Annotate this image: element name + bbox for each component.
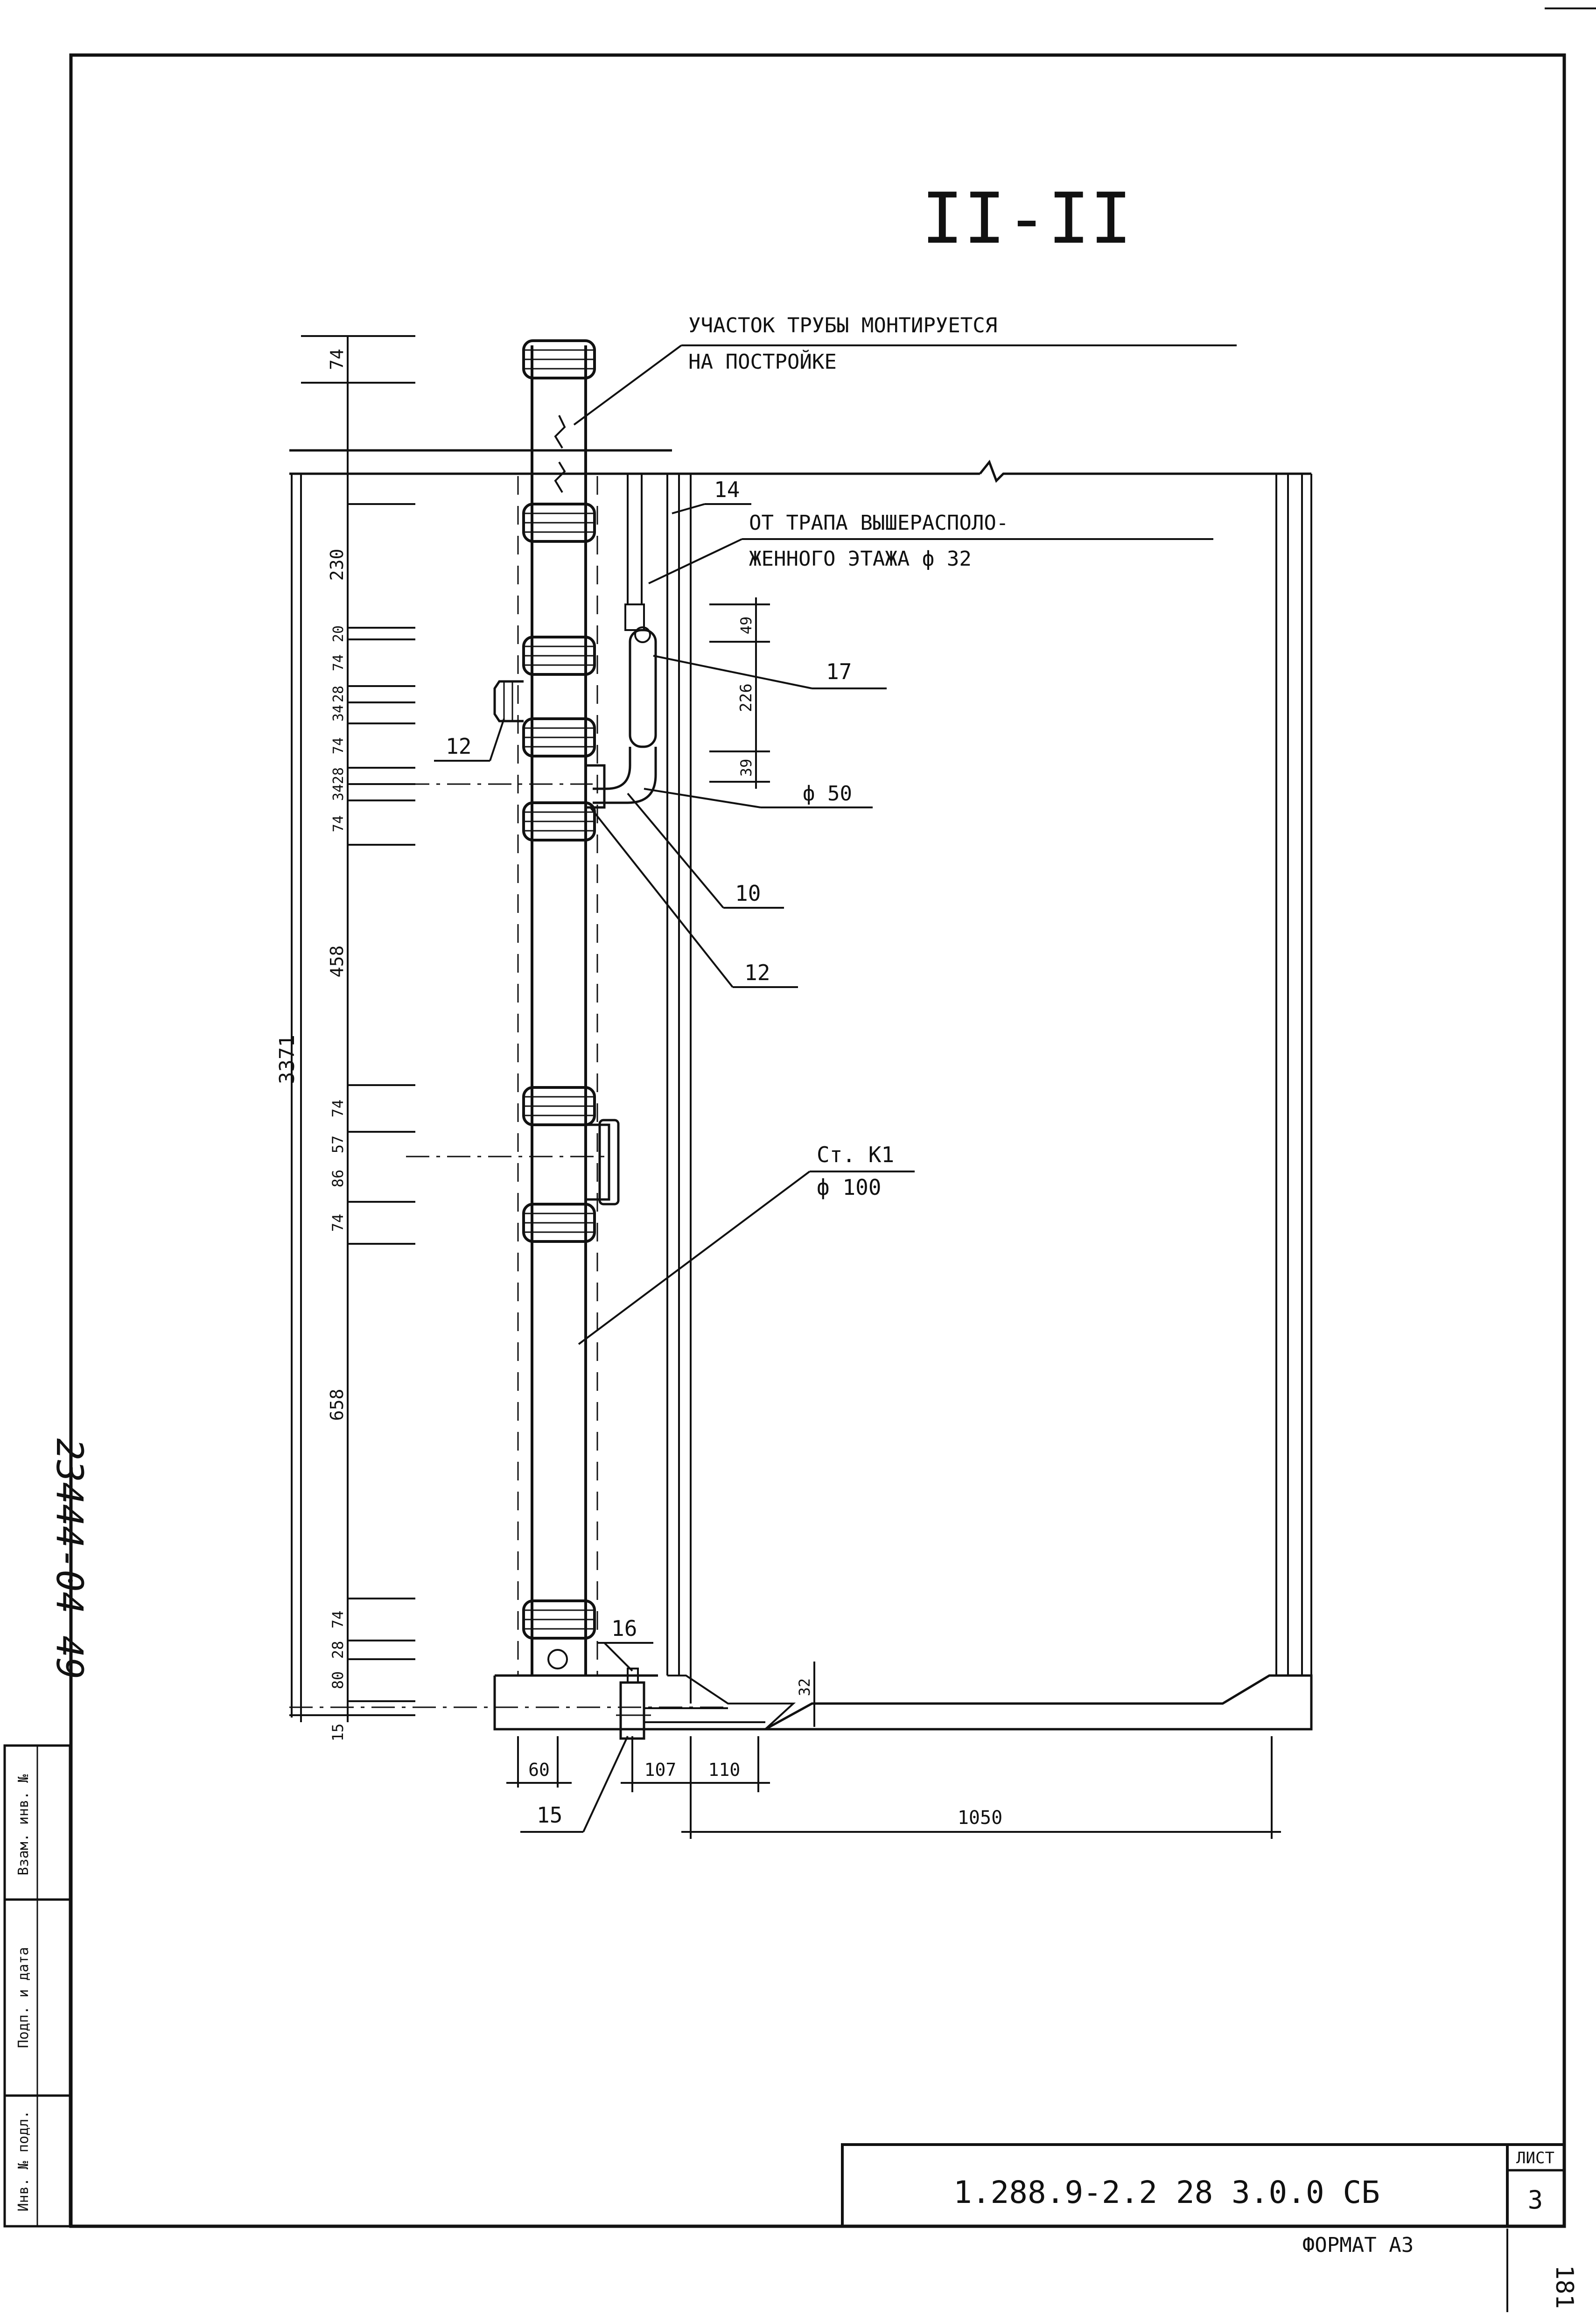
stamp-replaced-inv: Взам. инв. №	[15, 1774, 32, 1876]
note-d50: ф 50	[644, 782, 873, 808]
branch-dimension-chain: 49 226 39 32	[709, 597, 815, 1727]
dim-110: 110	[708, 1760, 741, 1780]
svg-text:ф 100: ф 100	[817, 1175, 881, 1200]
dim-15: 15	[329, 1724, 347, 1742]
horizontal-dimension-chain: 60 107 110 1050	[506, 1736, 1281, 1839]
dim-107: 107	[644, 1760, 677, 1780]
dim-60: 60	[528, 1760, 550, 1780]
dim-74f: 74	[329, 1611, 347, 1629]
pipe-socket	[522, 503, 596, 543]
callout-10: 10	[627, 792, 784, 909]
dim-3371: 3371	[275, 1035, 299, 1084]
lower-slab	[493, 1674, 1313, 1731]
dim-28a: 28	[330, 686, 347, 702]
left-dimension-values: 74 3371 230 20 74 28 34 74 28 34 74 458 …	[275, 349, 347, 1741]
dim-34a: 34	[330, 705, 347, 722]
stamp-inv-orig: Инв. № подл.	[15, 2111, 32, 2212]
dim-57: 57	[329, 1136, 347, 1154]
riser-pipe-k1	[493, 339, 620, 1676]
pipe-socket	[522, 1086, 596, 1126]
dim-32: 32	[796, 1678, 813, 1697]
page-mark: 181	[1506, 2229, 1578, 2312]
callout-12-lower: 12	[589, 806, 798, 988]
dim-74d: 74	[329, 1100, 347, 1118]
sheet-number: 3	[1528, 2185, 1543, 2215]
dim-34b: 34	[330, 784, 347, 801]
pipe-socket	[522, 1599, 596, 1640]
dim-74a: 74	[330, 654, 347, 671]
svg-text:15: 15	[537, 1802, 562, 1828]
dim-658: 658	[327, 1389, 347, 1421]
format-label: ФОРМАТ А3	[1302, 2233, 1414, 2257]
svg-text:10: 10	[735, 881, 761, 906]
pipe-socket	[522, 1203, 596, 1243]
dim-28c: 28	[329, 1641, 347, 1659]
note-riser: Ст. К1 ф 100	[578, 1142, 915, 1345]
slab-break	[979, 460, 1311, 483]
callout-16: 16	[597, 1616, 653, 1672]
drain-shaft-walls	[666, 474, 692, 1704]
svg-text:12: 12	[744, 960, 770, 985]
dim-74b: 74	[330, 737, 347, 754]
section-title: II-II	[921, 178, 1132, 259]
pipe-socket	[522, 801, 596, 841]
svg-text:ф 50: ф 50	[803, 782, 852, 806]
dim-39: 39	[737, 759, 755, 777]
note-upper-drain: ОТ ТРАПА ВЫШЕРАСПОЛО- ЖЕННОГО ЭТАЖА ф 32	[648, 511, 1213, 584]
dim-74e: 74	[329, 1214, 347, 1232]
svg-text:14: 14	[714, 477, 740, 502]
title-block: 1.288.9-2.2 28 3.0.0 СБ ЛИСТ 3	[841, 2143, 1566, 2228]
pipe-socket	[522, 339, 596, 379]
dim-74-top: 74	[327, 349, 347, 370]
side-archive-number: 23444-04 49	[48, 1438, 90, 1680]
callout-12-left: 12	[434, 718, 505, 762]
svg-text:ЖЕННОГО ЭТАЖА ф 32: ЖЕННОГО ЭТАЖА ф 32	[749, 547, 972, 571]
svg-text:16: 16	[611, 1616, 637, 1641]
right-wall	[1275, 474, 1312, 1676]
dim-74c: 74	[330, 815, 347, 832]
dim-49: 49	[737, 617, 755, 635]
dim-458: 458	[327, 946, 347, 978]
dim-1050: 1050	[958, 1807, 1002, 1829]
dim-86: 86	[329, 1170, 347, 1188]
sheet-frame	[69, 53, 1566, 2228]
svg-text:УЧАСТОК ТРУБЫ МОНТИРУЕТСЯ: УЧАСТОК ТРУБЫ МОНТИРУЕТСЯ	[688, 314, 997, 337]
drain-branch-d32	[584, 474, 657, 809]
svg-text:181: 181	[1550, 2265, 1578, 2309]
svg-text:ОТ ТРАПА ВЫШЕРАСПОЛО-: ОТ ТРАПА ВЫШЕРАСПОЛО-	[749, 511, 1008, 535]
dim-20: 20	[330, 625, 347, 642]
left-stamp-strip: Взам. инв. № Подп. и дата Инв. № подл.	[3, 1744, 71, 2228]
stamp-sign-date: Подп. и дата	[15, 1947, 32, 2048]
dim-226: 226	[737, 683, 756, 712]
note-pipe-installation: УЧАСТОК ТРУБЫ МОНТИРУЕТСЯ НА ПОСТРОЙКЕ	[573, 314, 1237, 426]
dim-80: 80	[329, 1671, 347, 1690]
svg-text:НА ПОСТРОЙКЕ: НА ПОСТРОЙКЕ	[688, 349, 837, 374]
sheet-label: ЛИСТ	[1516, 2149, 1554, 2167]
dim-230: 230	[327, 549, 347, 581]
svg-text:17: 17	[826, 659, 852, 684]
callout-15: 15	[520, 1736, 629, 1833]
callout-17: 17	[653, 655, 887, 689]
dim-28b: 28	[330, 767, 347, 784]
svg-text:Ст. К1: Ст. К1	[817, 1142, 894, 1167]
svg-text:12: 12	[446, 734, 471, 759]
left-dimension-chain	[289, 335, 415, 1722]
pipe-socket	[522, 717, 596, 757]
pipe-socket	[522, 636, 596, 676]
callout-14: 14	[672, 477, 751, 514]
drawing-designation: 1.288.9-2.2 28 3.0.0 СБ	[953, 2174, 1380, 2210]
